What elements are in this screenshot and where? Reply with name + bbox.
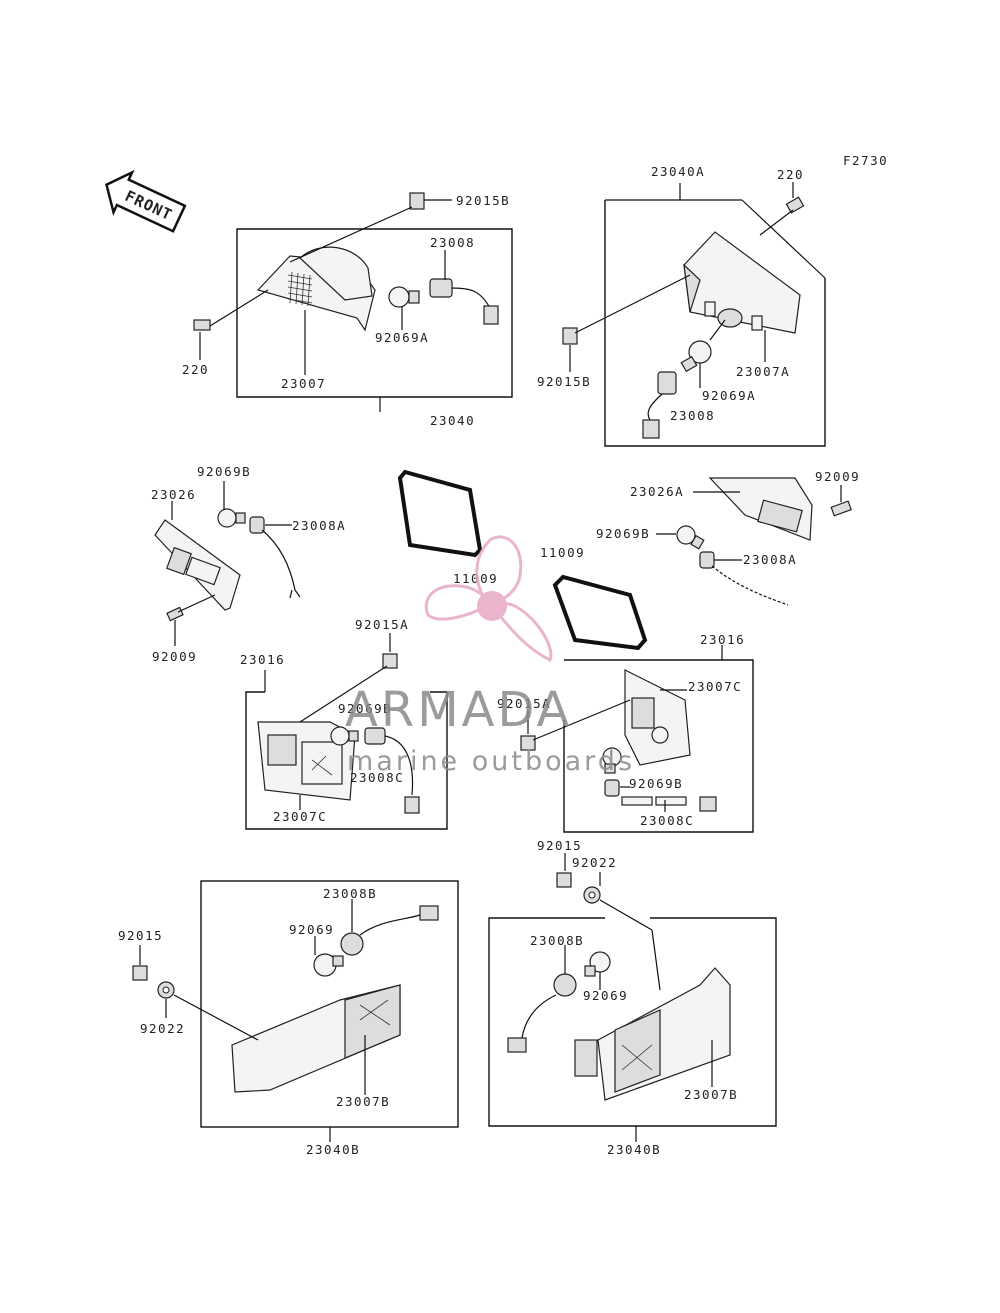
watermark-brand: ARMADA	[345, 682, 572, 738]
screw-icon	[830, 500, 852, 517]
washer-icon	[157, 981, 175, 999]
screw-icon	[785, 196, 805, 214]
label-92069B: 92069B	[338, 701, 392, 716]
socket-harness-icon	[340, 905, 439, 956]
bulb-icon	[217, 508, 246, 528]
bulb-icon	[602, 747, 622, 774]
label-92069A: 92069A	[375, 330, 429, 345]
socket-harness-icon	[507, 973, 577, 1053]
label-23016: 23016	[700, 632, 745, 647]
label-92069B: 92069B	[629, 776, 683, 791]
label-23008B: 23008B	[530, 933, 584, 948]
label-92069: 92069	[583, 988, 628, 1003]
bulb-icon	[313, 953, 344, 977]
front-arrow-icon: FRONT	[105, 169, 187, 233]
screw-icon	[193, 319, 211, 331]
label-92069: 92069	[289, 922, 334, 937]
label-92069B: 92069B	[197, 464, 251, 479]
label-220: 220	[777, 167, 804, 182]
label-23026: 23026	[151, 487, 196, 502]
label-23026A: 23026A	[630, 484, 684, 499]
assembly-23016-left: 92015A 23016 92069B 23008C 23007C	[240, 617, 448, 830]
assembly-23026: 92069B 23026 23008A 92009	[151, 464, 346, 664]
label-92069A: 92069A	[702, 388, 756, 403]
propeller-hub-icon	[477, 591, 507, 621]
gasket-icon	[397, 469, 483, 558]
label-23040: 23040	[430, 413, 475, 428]
socket-harness-icon	[249, 516, 301, 599]
gaskets-11009: 11009 11009	[397, 469, 648, 651]
label-23008: 23008	[430, 235, 475, 250]
label-92015A: 92015A	[497, 696, 551, 711]
watermark-tagline: marine outboards	[347, 746, 635, 777]
label-92015B: 92015B	[456, 193, 510, 208]
assembly-23040A: 23040A 220 92015B 23007A 92069A 23008	[537, 164, 826, 447]
socket-harness-icon	[364, 727, 420, 814]
bulb-icon	[680, 340, 712, 373]
nut-icon	[556, 872, 572, 888]
figure-id: F2730	[843, 153, 888, 168]
label-23007C: 23007C	[688, 679, 742, 694]
label-23040B: 23040B	[607, 1142, 661, 1157]
assembly-23040B-right: 92015 92022 23008B 92069 23007B 23040B	[488, 838, 777, 1157]
bulb-icon	[676, 525, 705, 550]
socket-harness-icon	[699, 551, 789, 606]
bulb-icon	[388, 286, 420, 308]
label-92022: 92022	[140, 1021, 185, 1036]
label-23008B: 23008B	[323, 886, 377, 901]
label-92009: 92009	[152, 649, 197, 664]
label-92069B: 92069B	[596, 526, 650, 541]
socket-harness-icon	[429, 278, 499, 325]
assembly-23026A: 23026A 92009 92069B 23008A	[596, 469, 860, 606]
gasket-icon	[552, 574, 648, 651]
assembly-23040B-left: 92015 92022 23008B 92069 23007B 23040B	[118, 880, 459, 1157]
label-23040A: 23040A	[651, 164, 705, 179]
assembly-23016-right: 92015A 23016 23007C 92069B 23008C	[497, 632, 754, 833]
label-92015B: 92015B	[537, 374, 591, 389]
label-23007C: 23007C	[273, 809, 327, 824]
label-23008: 23008	[670, 408, 715, 423]
nut-icon	[132, 965, 148, 981]
screw-icon	[166, 606, 184, 622]
nut-icon	[520, 735, 536, 751]
watermark: ARMADA marine outboards	[345, 535, 635, 777]
nut-icon	[382, 653, 398, 669]
socket-harness-icon	[642, 371, 677, 439]
clip-icon	[409, 192, 425, 210]
label-23008C: 23008C	[350, 770, 404, 785]
washer-icon	[583, 886, 601, 904]
label-23008C: 23008C	[640, 813, 694, 828]
label-92015: 92015	[537, 838, 582, 853]
label-23007A: 23007A	[736, 364, 790, 379]
assembly-23040: 92015B 23008 92069A 220 23007 23040	[182, 192, 513, 428]
label-220: 220	[182, 362, 209, 377]
label-23008A: 23008A	[743, 552, 797, 567]
lamp-housing-23007C	[624, 669, 691, 766]
label-23040B: 23040B	[306, 1142, 360, 1157]
label-23008A: 23008A	[292, 518, 346, 533]
label-11009: 11009	[453, 571, 498, 586]
socket-harness-icon	[604, 779, 717, 812]
clip-icon	[562, 327, 578, 345]
label-92015A: 92015A	[355, 617, 409, 632]
label-23007B: 23007B	[684, 1087, 738, 1102]
label-23007B: 23007B	[336, 1094, 390, 1109]
bulb-icon	[584, 951, 611, 977]
bulb-icon	[330, 726, 359, 746]
label-92015: 92015	[118, 928, 163, 943]
label-23016: 23016	[240, 652, 285, 667]
label-92009: 92009	[815, 469, 860, 484]
label-11009: 11009	[540, 545, 585, 560]
label-92022: 92022	[572, 855, 617, 870]
label-23007: 23007	[281, 376, 326, 391]
